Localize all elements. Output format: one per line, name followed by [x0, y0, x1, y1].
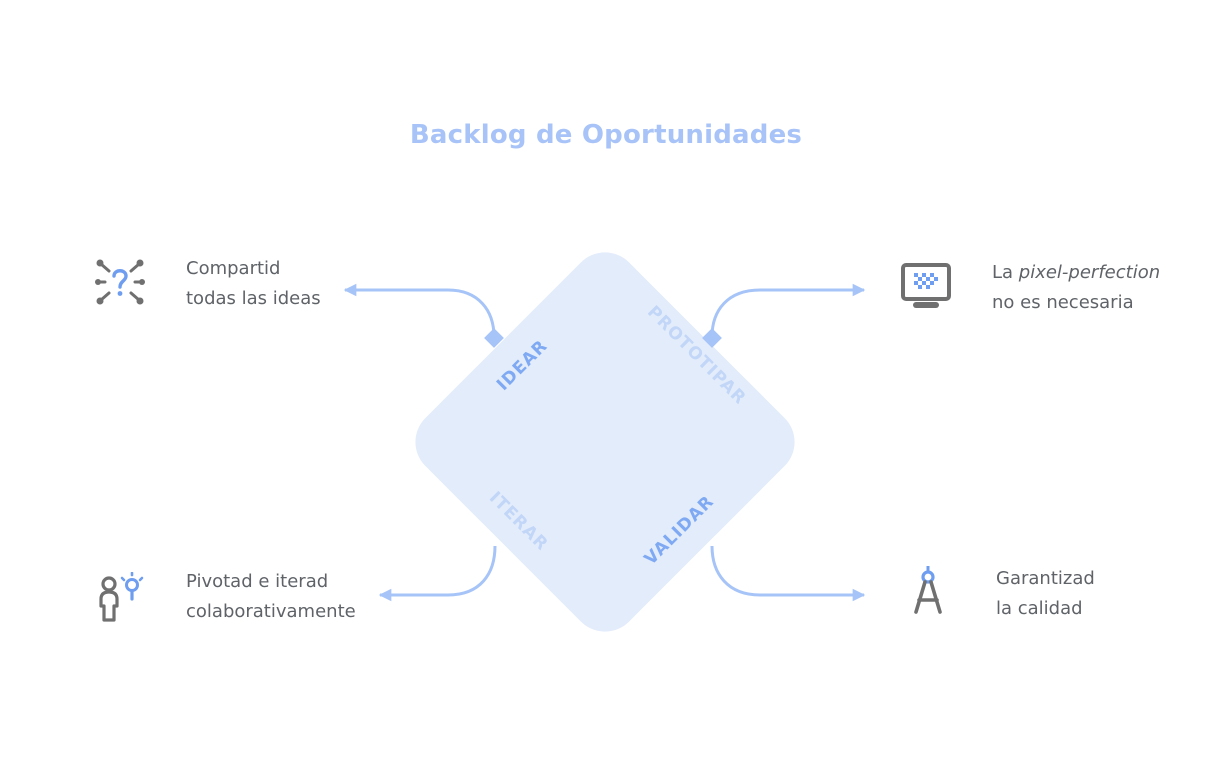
description-bottom-left: Pivotad e iterad colaborativamente: [186, 567, 356, 627]
description-emphasis: pixel-perfection: [1018, 262, 1161, 283]
connector-node-prototipar: [702, 328, 722, 348]
description-line: Pivotad e iterad: [186, 571, 329, 592]
description-line: colaborativamente: [186, 601, 356, 622]
description-line: todas las ideas: [186, 288, 321, 309]
monitor-pixel-icon: [901, 263, 951, 308]
arrow-validar: [710, 545, 866, 602]
arrow-prototipar: [710, 283, 866, 338]
connector-node-idear: [484, 328, 504, 348]
description-top-left: Compartid todas las ideas: [186, 254, 321, 314]
compass-icon: [914, 566, 942, 614]
description-prefix: La: [992, 262, 1019, 283]
description-line: Garantizad: [996, 568, 1095, 589]
description-bottom-right: Garantizad la calidad: [996, 564, 1095, 624]
description-line: Compartid: [186, 258, 281, 279]
description-line: La pixel-perfection: [992, 258, 1160, 288]
description-line: la calidad: [996, 598, 1083, 619]
ideas-network-icon: [95, 259, 145, 305]
process-diamond: [415, 252, 795, 632]
person-idea-icon: [99, 572, 144, 622]
description-line: no es necesaria: [992, 292, 1134, 313]
arrow-iterar: [378, 545, 497, 602]
description-top-right: La pixel-perfection no es necesaria: [992, 258, 1160, 318]
arrow-idear: [343, 283, 496, 338]
diagram-title: Backlog de Oportunidades: [409, 120, 803, 150]
